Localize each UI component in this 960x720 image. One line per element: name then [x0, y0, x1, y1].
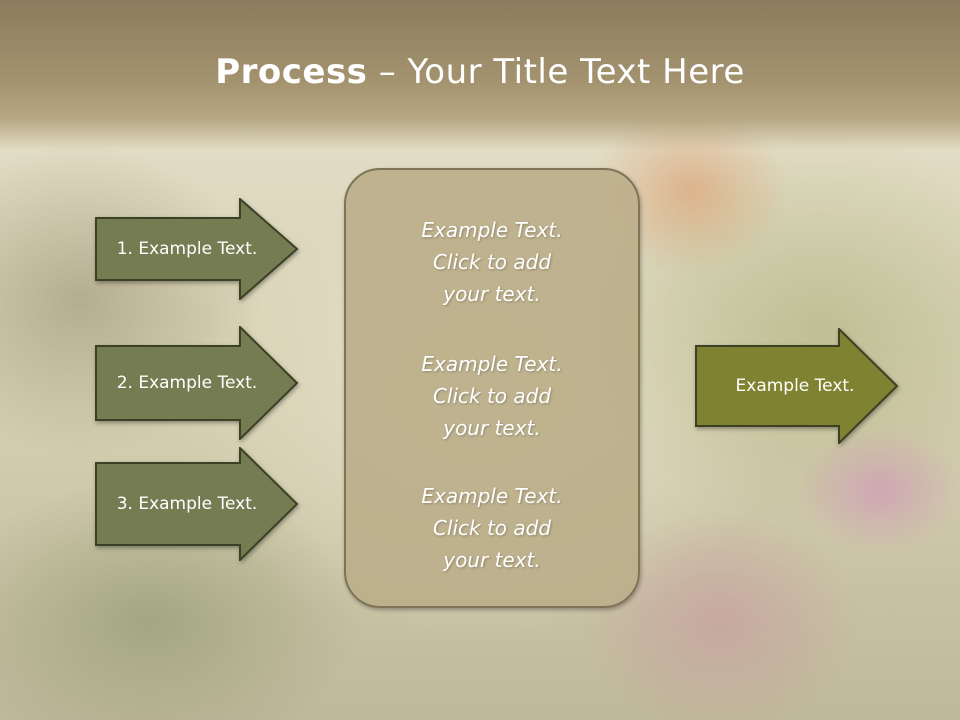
paragraph-line: Click to add [432, 250, 552, 274]
paragraph-line: Example Text. [421, 484, 563, 508]
title-bold: Process [215, 52, 368, 92]
arrow-shape [95, 326, 299, 440]
arrow-shape [95, 447, 299, 561]
title-bar [0, 0, 960, 150]
step-arrow-1[interactable]: 1. Example Text. [95, 198, 299, 300]
paragraph-line: Click to add [432, 384, 552, 408]
result-arrow[interactable]: Example Text. [695, 328, 899, 444]
step-arrow-3[interactable]: 3. Example Text. [95, 447, 299, 561]
paragraph-line: your text. [443, 416, 541, 440]
result-arrow-label: Example Text. [735, 376, 855, 396]
paragraph-line: Click to add [432, 516, 552, 540]
center-paragraph-3: Example Text. Click to add your text. [346, 480, 638, 576]
step-arrow-2[interactable]: 2. Example Text. [95, 326, 299, 440]
title-rest: – Your Title Text Here [367, 52, 745, 92]
center-paragraph-2: Example Text. Click to add your text. [346, 348, 638, 444]
step-arrow-label: 1. Example Text. [116, 239, 258, 259]
paragraph-line: Example Text. [421, 352, 563, 376]
arrow-shape [695, 328, 899, 444]
paragraph-line: your text. [443, 548, 541, 572]
center-text-box[interactable]: Example Text. Click to add your text. Ex… [344, 168, 640, 608]
step-arrow-label: 3. Example Text. [116, 494, 258, 514]
center-paragraph-1: Example Text. Click to add your text. [346, 214, 638, 310]
step-arrow-label: 2. Example Text. [116, 373, 258, 393]
paragraph-line: your text. [443, 282, 541, 306]
arrow-shape [95, 198, 299, 300]
paragraph-line: Example Text. [421, 218, 563, 242]
slide-title[interactable]: Process – Your Title Text Here [0, 52, 960, 92]
